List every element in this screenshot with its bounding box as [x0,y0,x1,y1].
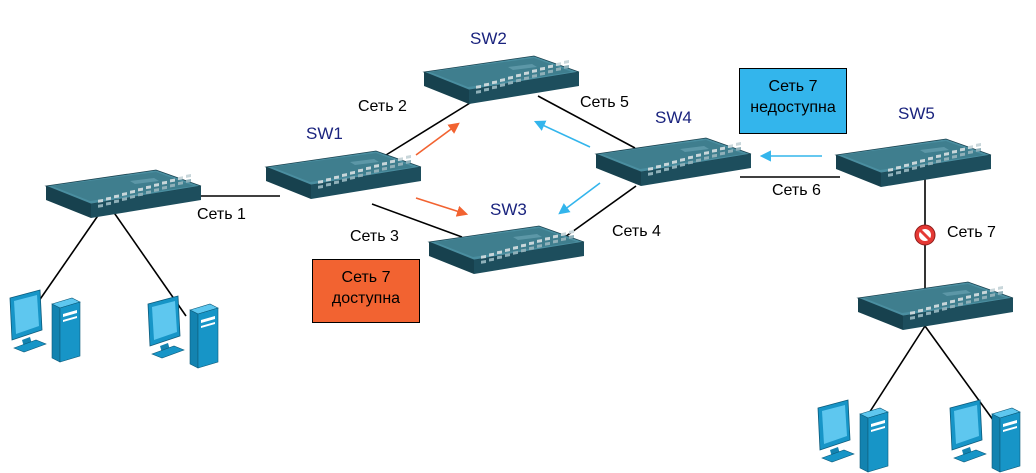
sw4-label: SW4 [655,108,692,127]
arrow-blue-sw4-sw2 [533,120,591,148]
traffic-arrows [415,120,822,217]
blocked-port-icon [914,224,936,246]
note-available-line1: Сеть 7 [341,269,391,286]
note-network7-available: Сеть 7 доступна [312,259,420,323]
link-pc-3 [861,325,926,425]
note-unavailable-line2: недоступна [750,99,836,116]
arrow-blue-sw4-sw3 [558,182,601,215]
link-net3 [371,203,463,238]
switch-icon-sw1 [265,150,422,200]
pc-icon-4 [949,399,1021,473]
pc-icon-1 [9,289,81,363]
note-available-line2: доступна [331,290,401,307]
arrow-orange-sw1-sw3 [415,197,469,217]
sw2-label: SW2 [470,29,507,48]
net2-label: Сеть 2 [358,98,407,115]
arrow-orange-sw1-sw2 [415,122,460,156]
link-pc-1 [33,203,107,309]
switch-icon-sw4 [595,137,752,187]
net1-label: Сеть 1 [197,206,246,223]
sw5-label: SW5 [898,104,935,123]
switch-icon-sw2 [423,55,580,105]
link-net5 [537,95,636,149]
link-net2 [385,102,471,156]
link-pc-4 [924,325,997,425]
net4-label: Сеть 4 [612,223,661,240]
switch-icon-left [45,169,202,219]
net6-label: Сеть 6 [772,182,821,199]
net5-label: Сеть 5 [580,94,629,111]
pc-icon-3 [817,399,889,473]
net7-label: Сеть 7 [947,224,996,241]
switch-icon-bottom [857,281,1014,331]
sw1-label: SW1 [306,124,343,143]
note-network7-unavailable: Сеть 7 недоступна [739,68,847,134]
switch-icon-sw5 [835,138,992,188]
net3-label: Сеть 3 [350,228,399,245]
sw3-label: SW3 [490,200,527,219]
note-unavailable-line1: Сеть 7 [768,78,818,95]
pc-icon-2 [147,295,219,369]
